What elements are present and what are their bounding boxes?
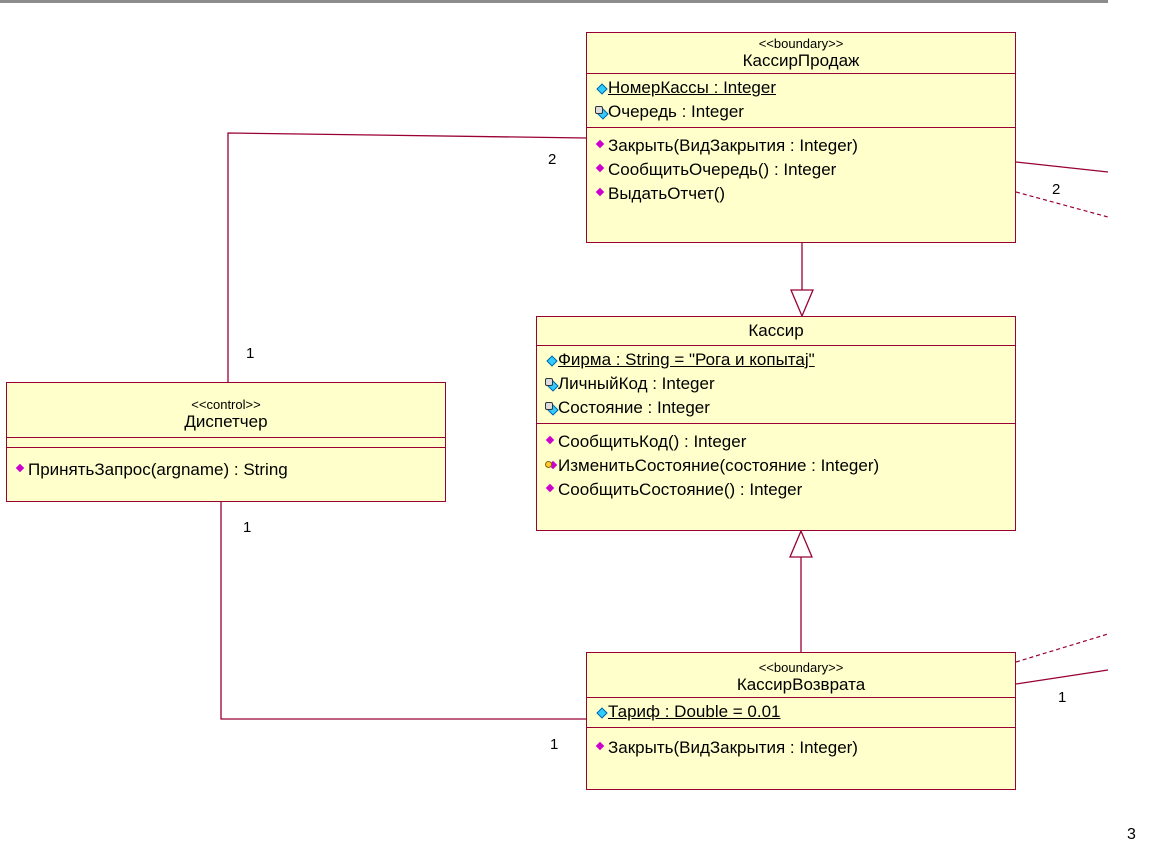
stereotype: <<boundary>> <box>758 36 844 51</box>
attribute-row[interactable]: Состояние : Integer <box>545 396 1011 420</box>
class-name: КассирВозврата <box>736 675 866 694</box>
public-operation-icon <box>595 188 607 200</box>
multiplicity-label: 1 <box>550 736 559 753</box>
multiplicity-label: 1 <box>1058 689 1067 706</box>
attributes-compartment: НомерКассы : Integer Очередь : Integer <box>587 74 1015 128</box>
public-operation-icon <box>15 464 27 476</box>
multiplicity-label: 2 <box>548 151 557 168</box>
class-kassir-prodazh[interactable]: <<boundary>> КассирПродаж НомерКассы : I… <box>586 32 1016 243</box>
class-header: <<boundary>> КассирВозврата <box>587 653 1015 698</box>
stereotype: <<boundary>> <box>758 660 844 675</box>
operation-row[interactable]: Закрыть(ВидЗакрытия : Integer) <box>595 736 1011 760</box>
class-kassir[interactable]: Кассир Фирма : String = "Рога и копытаj"… <box>536 316 1016 531</box>
generalization-vozvrat-arrowhead <box>789 529 813 558</box>
public-operation-icon <box>595 742 607 754</box>
multiplicity-label: 1 <box>243 519 252 536</box>
top-rule <box>0 0 1108 3</box>
public-attribute-icon <box>595 82 607 94</box>
private-attribute-icon <box>545 378 557 390</box>
attribute-row[interactable]: Фирма : String = "Рога и копытаj" <box>545 348 1011 372</box>
class-name: КассирПродаж <box>742 51 860 70</box>
operation-row[interactable]: СообщитьОчередь() : Integer <box>595 158 1011 182</box>
association-vozvrat-right <box>1015 669 1109 685</box>
public-attribute-icon <box>595 706 607 718</box>
association-dispetcher-vozvrat <box>220 502 586 720</box>
class-header: Кассир <box>537 317 1015 346</box>
class-header: <<control>> Диспетчер <box>7 383 445 438</box>
multiplicity-label: 1 <box>246 345 255 362</box>
association-prodazh-right <box>1015 161 1109 173</box>
operation-row[interactable]: СообщитьКод() : Integer <box>545 430 1011 454</box>
operation-row[interactable]: ПринятьЗапрос(argname) : String <box>15 458 441 482</box>
page-number: 3 <box>1127 826 1136 843</box>
dependency-prodazh-right <box>1015 191 1109 218</box>
private-attribute-icon <box>545 402 557 414</box>
public-operation-icon <box>595 140 607 152</box>
class-name: Кассир <box>748 321 804 340</box>
private-attribute-icon <box>595 106 607 118</box>
operation-row[interactable]: ВыдатьОтчет() <box>595 182 1011 206</box>
attributes-compartment <box>7 438 445 448</box>
multiplicity-label: 2 <box>1052 181 1061 198</box>
dependency-vozvrat-right <box>1015 633 1109 663</box>
class-kassir-vozvrata[interactable]: <<boundary>> КассирВозврата Тариф : Doub… <box>586 652 1016 790</box>
class-name: Диспетчер <box>184 412 268 431</box>
operations-compartment: СообщитьКод() : Integer ИзменитьСостояни… <box>537 424 1015 506</box>
attribute-row[interactable]: НомерКассы : Integer <box>595 76 1011 100</box>
operation-row[interactable]: СообщитьСостояние() : Integer <box>545 478 1011 502</box>
class-header: <<boundary>> КассирПродаж <box>587 33 1015 74</box>
operation-row[interactable]: Закрыть(ВидЗакрытия : Integer) <box>595 134 1011 158</box>
attribute-row[interactable]: Тариф : Double = 0.01 <box>595 700 1011 724</box>
protected-operation-icon <box>545 460 557 472</box>
public-operation-icon <box>545 484 557 496</box>
stereotype: <<control>> <box>191 397 261 412</box>
public-attribute-icon <box>545 354 557 366</box>
operation-row[interactable]: ИзменитьСостояние(состояние : Integer) <box>545 454 1011 478</box>
attributes-compartment: Фирма : String = "Рога и копытаj" Личный… <box>537 346 1015 424</box>
operations-compartment: Закрыть(ВидЗакрытия : Integer) СообщитьО… <box>587 128 1015 210</box>
operations-compartment: Закрыть(ВидЗакрытия : Integer) <box>587 728 1015 764</box>
attribute-row[interactable]: Очередь : Integer <box>595 100 1011 124</box>
association-dispetcher-prodazh <box>227 132 587 382</box>
public-operation-icon <box>595 164 607 176</box>
attributes-compartment: Тариф : Double = 0.01 <box>587 698 1015 728</box>
operations-compartment: ПринятьЗапрос(argname) : String <box>7 448 445 486</box>
public-operation-icon <box>545 436 557 448</box>
class-dispetcher[interactable]: <<control>> Диспетчер ПринятьЗапрос(argn… <box>6 382 446 502</box>
generalization-prodazh-arrowhead <box>790 289 814 318</box>
attribute-row[interactable]: ЛичныйКод : Integer <box>545 372 1011 396</box>
